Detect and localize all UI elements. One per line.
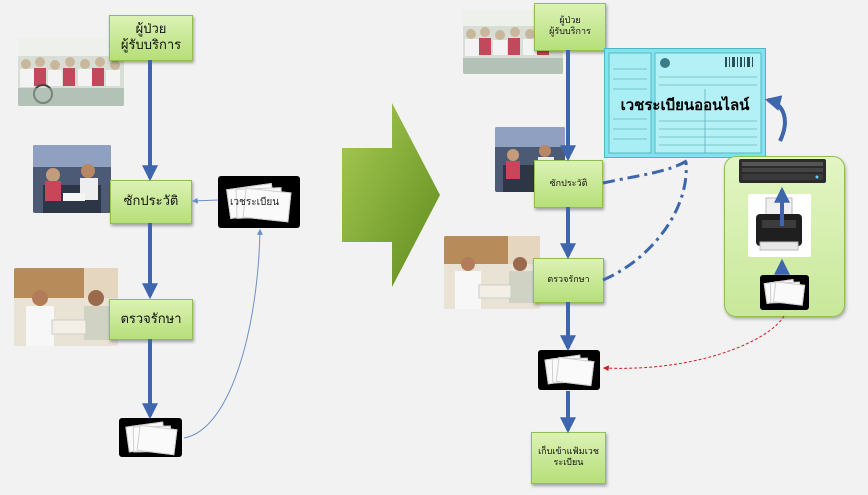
- exam-box-left-label: ตรวจรักษา: [120, 311, 182, 327]
- scanner-icon: [748, 194, 811, 257]
- patient-box-left: ผู้ป่วย ผู้รับบริการ: [109, 15, 193, 61]
- history-box-right-label: ซักประวัติ: [549, 178, 588, 189]
- online-record-label: เวชระเบียนออนไลน์: [620, 96, 750, 114]
- history-box-left-label: ซักประวัติ: [123, 194, 179, 210]
- history-photo-left: [33, 145, 111, 213]
- patient-box-right: ผู้ป่วย ผู้รับบริการ: [534, 3, 606, 51]
- patient-box-left-label: ผู้ป่วย ผู้รับบริการ: [120, 22, 182, 53]
- exam-photo-left: [14, 268, 118, 346]
- exam-box-right: ตรวจรักษา: [533, 258, 604, 303]
- history-box-left: ซักประวัติ: [110, 180, 192, 224]
- history-box-right: ซักประวัติ: [534, 160, 603, 208]
- record-label-left: เวชระเบียน: [230, 197, 280, 208]
- archive-box-right: เก็บเข้าแฟ้มเวช ระเบียน: [531, 432, 606, 484]
- archive-box-right-label: เก็บเข้าแฟ้มเวช ระเบียน: [538, 447, 599, 468]
- exam-photo-right: [444, 236, 540, 309]
- exam-box-right-label: ตรวจรักษา: [547, 275, 590, 286]
- online-record-panel: เวชระเบียนออนไลน์: [604, 48, 766, 158]
- crowd-photo-left: [18, 38, 124, 106]
- server-icon: [739, 157, 826, 185]
- exam-box-left: ตรวจรักษา: [109, 299, 193, 340]
- stored-papers-right: [538, 350, 600, 390]
- stored-papers-left: [119, 418, 182, 457]
- patient-box-right-label: ผู้ป่วย ผู้รับบริการ: [549, 16, 591, 37]
- scan-papers: [760, 275, 809, 310]
- record-papers-left: เวชระเบียน: [218, 176, 300, 228]
